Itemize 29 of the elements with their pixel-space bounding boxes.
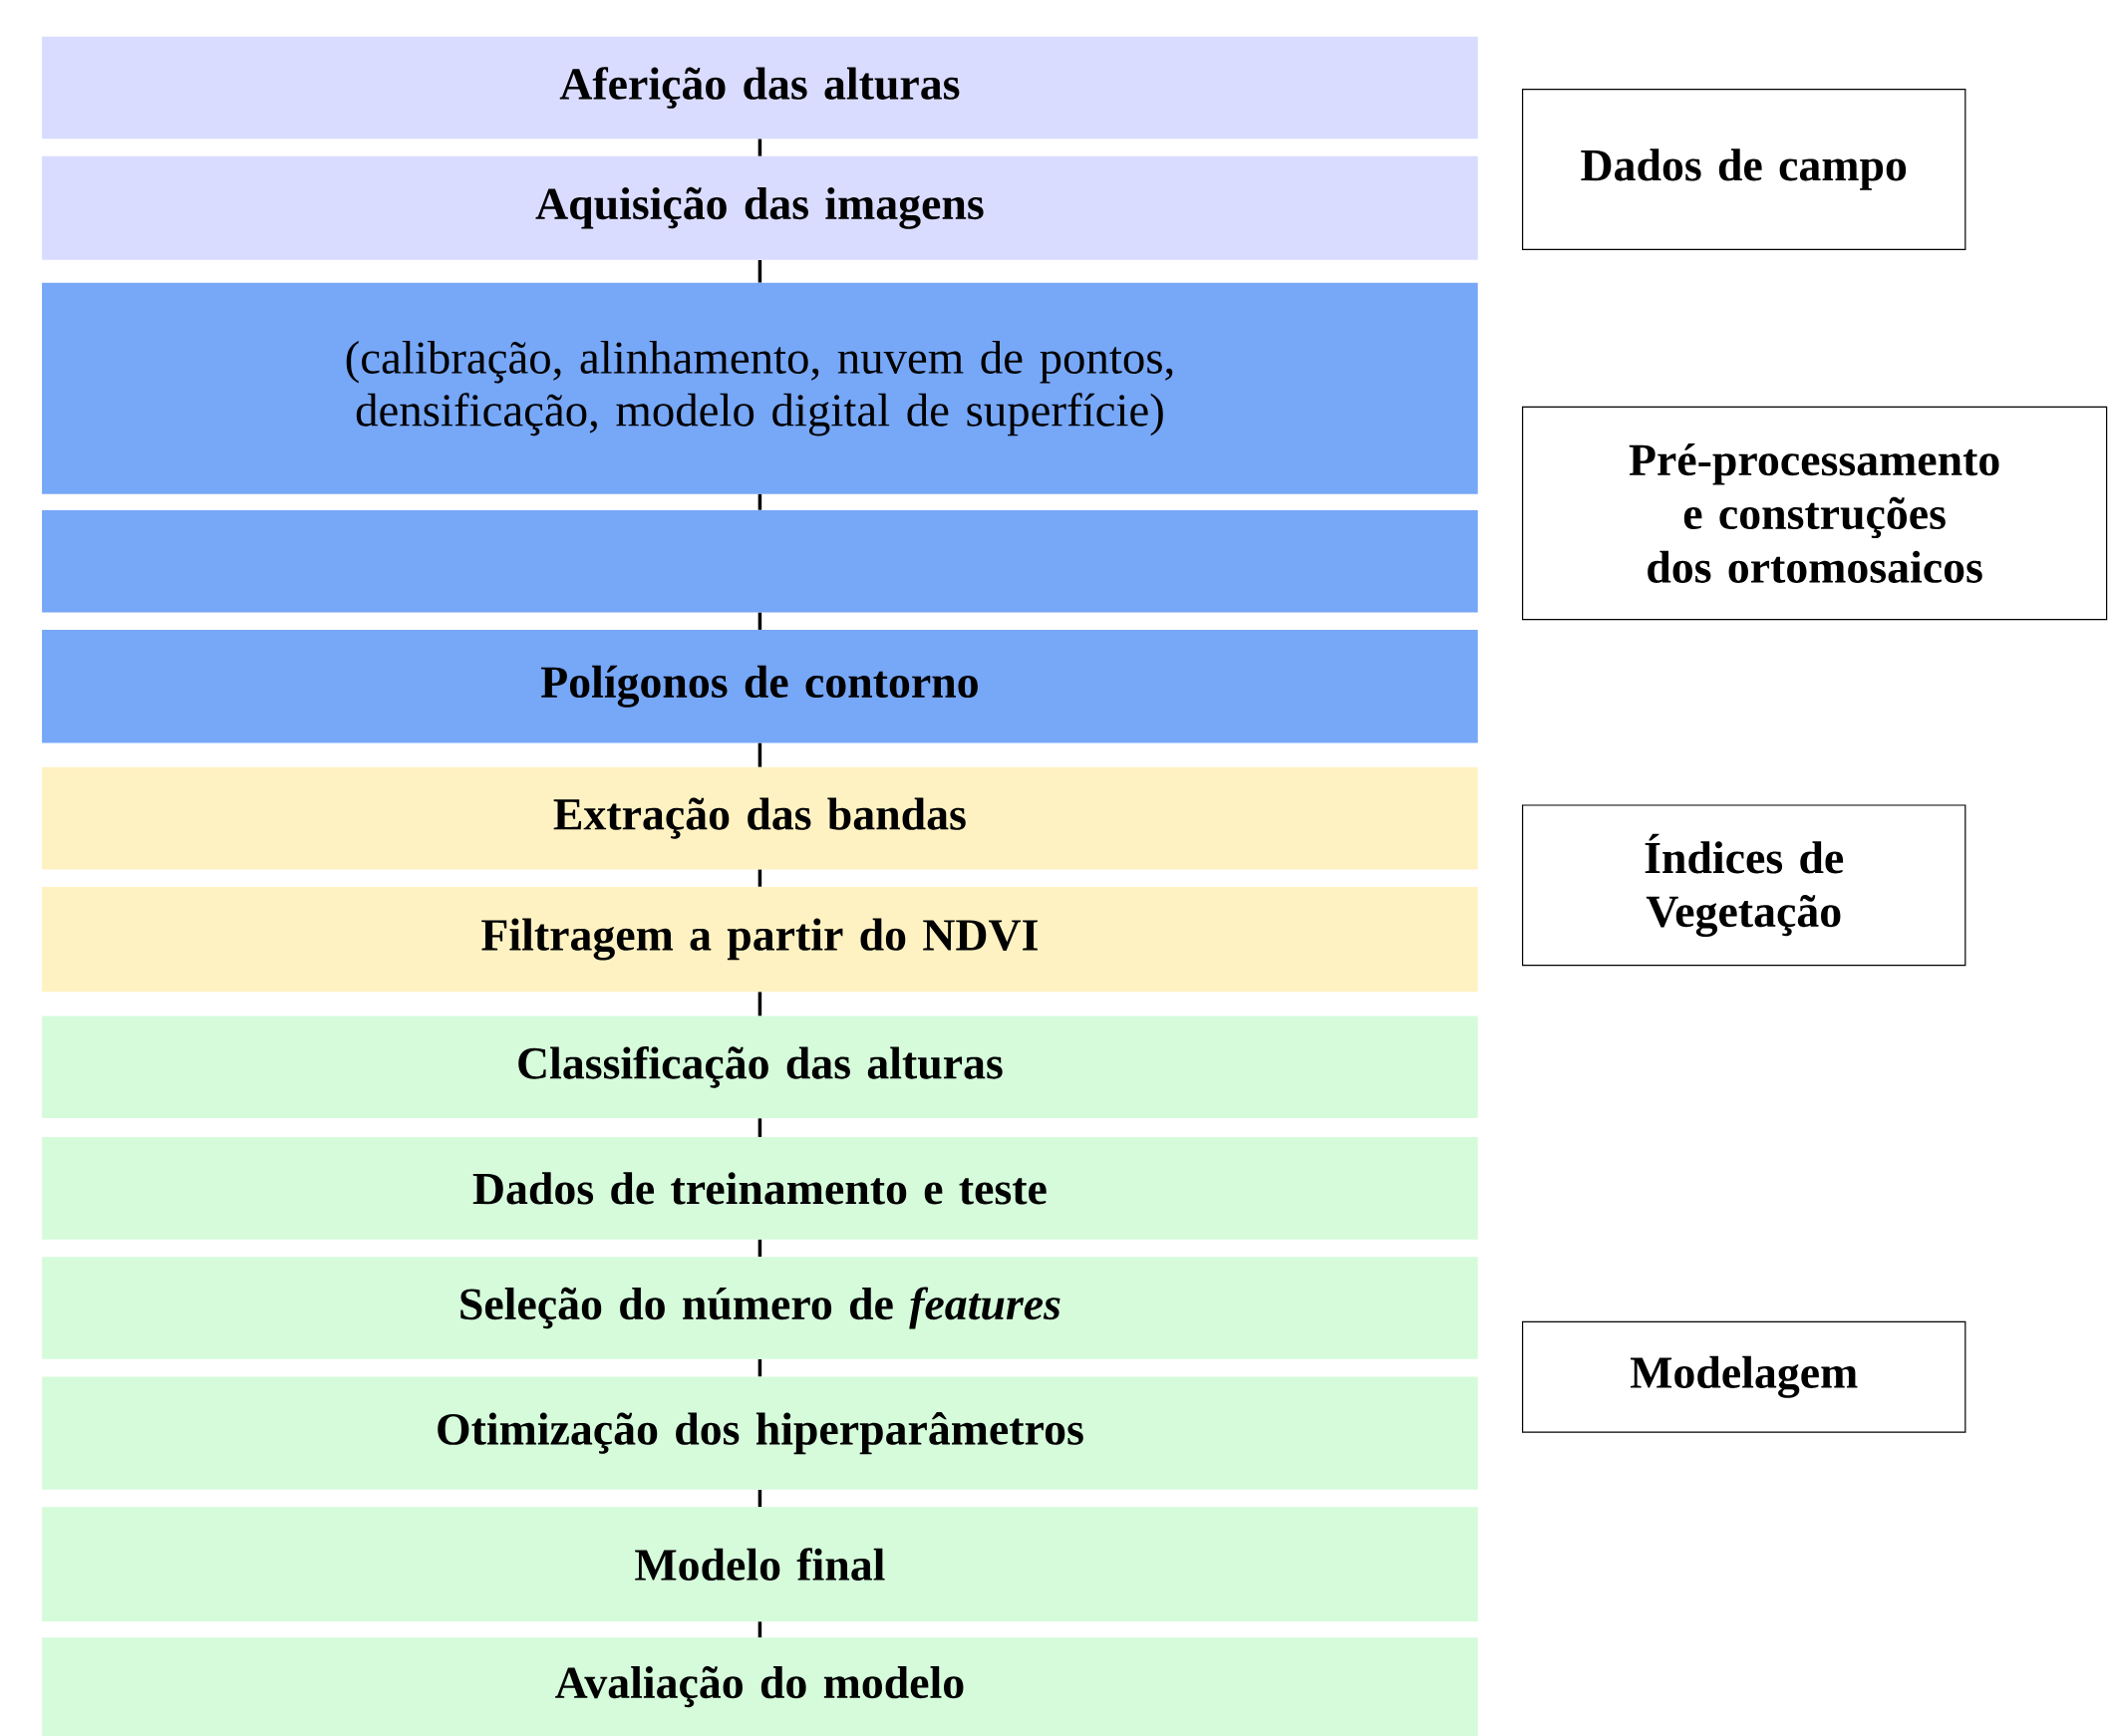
process-box: Polígonos de contorno bbox=[42, 630, 1478, 743]
process-box: Classificação das alturas bbox=[42, 1015, 1478, 1119]
process-box: Filtragem a partir do NDVI bbox=[42, 886, 1478, 993]
connector-line bbox=[757, 742, 762, 767]
connector-line bbox=[757, 612, 762, 630]
connector-line bbox=[757, 992, 762, 1016]
process-box bbox=[42, 509, 1478, 613]
connector-line bbox=[757, 493, 762, 510]
label-box: Índices de Vegetação bbox=[1522, 804, 1966, 967]
label-box: Dados de campo bbox=[1522, 89, 1966, 250]
connector-line bbox=[757, 1239, 762, 1257]
process-box: Seleção do número de features bbox=[42, 1257, 1478, 1359]
connector-line bbox=[757, 1490, 762, 1508]
connector-line bbox=[757, 260, 762, 283]
label-box: Modelagem bbox=[1522, 1320, 1966, 1433]
connector-line bbox=[757, 1621, 762, 1638]
process-box: Modelo final bbox=[42, 1507, 1478, 1622]
process-box: Aquisição das imagens bbox=[42, 155, 1478, 260]
process-box: Extração das bandas bbox=[42, 766, 1478, 870]
connector-line bbox=[757, 1359, 762, 1377]
process-box: Avaliação do modelo bbox=[42, 1637, 1478, 1736]
process-box: (calibração, alinhamento, nuvem de pontos, densificação, modelo digital de superfície) bbox=[42, 282, 1478, 494]
process-box: Otimização dos hiperparâmetros bbox=[42, 1376, 1478, 1490]
connector-line bbox=[757, 1118, 762, 1137]
connector-line bbox=[757, 869, 762, 887]
label-box: Pré-processamento e construções dos ortomosaicos bbox=[1522, 406, 2108, 621]
process-box: Dados de treinamento e teste bbox=[42, 1137, 1478, 1240]
connector-line bbox=[757, 139, 762, 156]
process-box: Aferição das alturas bbox=[42, 36, 1478, 140]
